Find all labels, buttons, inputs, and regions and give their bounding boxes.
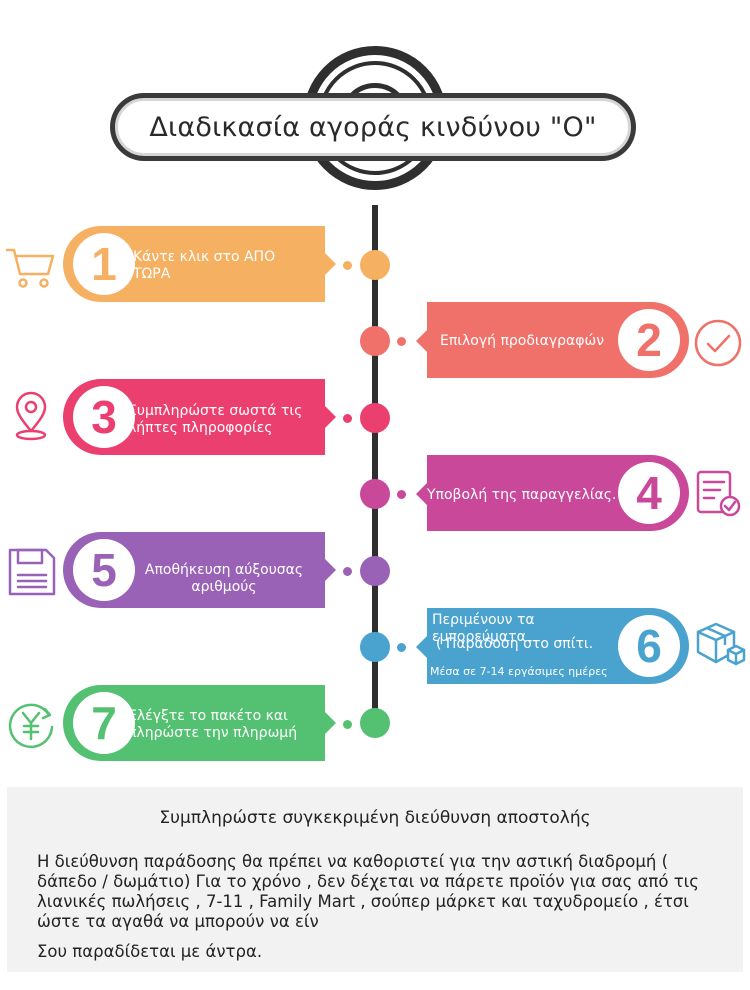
step-5-connector-dot [343,567,352,576]
step-1-connector-dot [343,261,352,270]
package-box-icon [696,622,746,666]
page-title: Διαδικασία αγοράς κινδύνου "Ο" [115,98,631,156]
step-6-text-line3: Μέσα σε 7-14 εργάσιμες ημέρες [430,665,608,678]
step-4-number: 4 [618,462,680,524]
delivery-note-heading: Συμπληρώστε συγκεκριμένη διεύθυνση αποστ… [159,808,591,828]
step-7-pointer [325,712,336,734]
step-4-pointer [416,483,427,505]
step-4-connector-dot [397,490,406,499]
step-3-text: Συμπληρώστε σωστά τις λήπτες πληροφορίες [128,403,303,436]
step-6-number: 6 [618,615,680,677]
step-7-timeline-dot [360,708,390,738]
step-1-timeline-dot [360,250,390,280]
step-1-number: 1 [73,233,135,295]
yuan-payment-icon [8,703,54,749]
step-3-connector-dot [343,414,352,423]
step-7-connector-dot [343,720,352,729]
step-1-text: Κάντε κλικ στο ΑΠΟ ΤΩΡΑ [133,249,276,282]
step-5-timeline-dot [360,556,390,586]
step-2-timeline-dot [360,326,390,356]
check-circle-icon [694,319,742,367]
step-1-pointer [325,253,336,275]
location-pin-icon [15,391,47,441]
title-banner: Διαδικασία αγοράς κινδύνου "Ο" [110,93,636,161]
step-6-connector-dot [397,643,406,652]
step-3-pointer [325,406,336,428]
step-5-number: 5 [73,539,135,601]
step-4-text: Υποβολή της παραγγελίας. [427,487,617,503]
step-5-pointer [325,559,336,581]
step-6-timeline-dot [360,632,390,662]
floppy-disk-icon [8,548,56,596]
step-7-text: Ελέγξτε το πακέτο και πληρώστε την πληρω… [128,708,298,741]
delivery-note-footer: Σου παραδίδεται με άντρα. [37,942,263,961]
timeline-line [372,205,378,725]
step-5-text: Αποθήκευση αύξουσας αριθμούς [144,562,304,595]
step-6-text-line1: Περιμένουν τα εμπορεύματα [432,612,535,645]
delivery-note-box [7,787,743,972]
step-3-timeline-dot [360,403,390,433]
delivery-note-body: Η διεύθυνση παράδοσης θα πρέπει να καθορ… [37,852,699,931]
step-4-timeline-dot [360,479,390,509]
step-3-number: 3 [73,386,135,448]
step-2-text: Επιλογή προδιαγραφών [440,333,605,349]
step-6-text-line2: ( Παράδοση στο σπίτι. [436,636,594,652]
shopping-cart-icon [5,248,55,288]
step-2-connector-dot [397,337,406,346]
step-2-pointer [416,330,427,352]
order-form-icon [696,470,741,517]
step-2-number: 2 [618,309,680,371]
step-6-pointer [416,636,427,658]
step-7-number: 7 [73,692,135,754]
